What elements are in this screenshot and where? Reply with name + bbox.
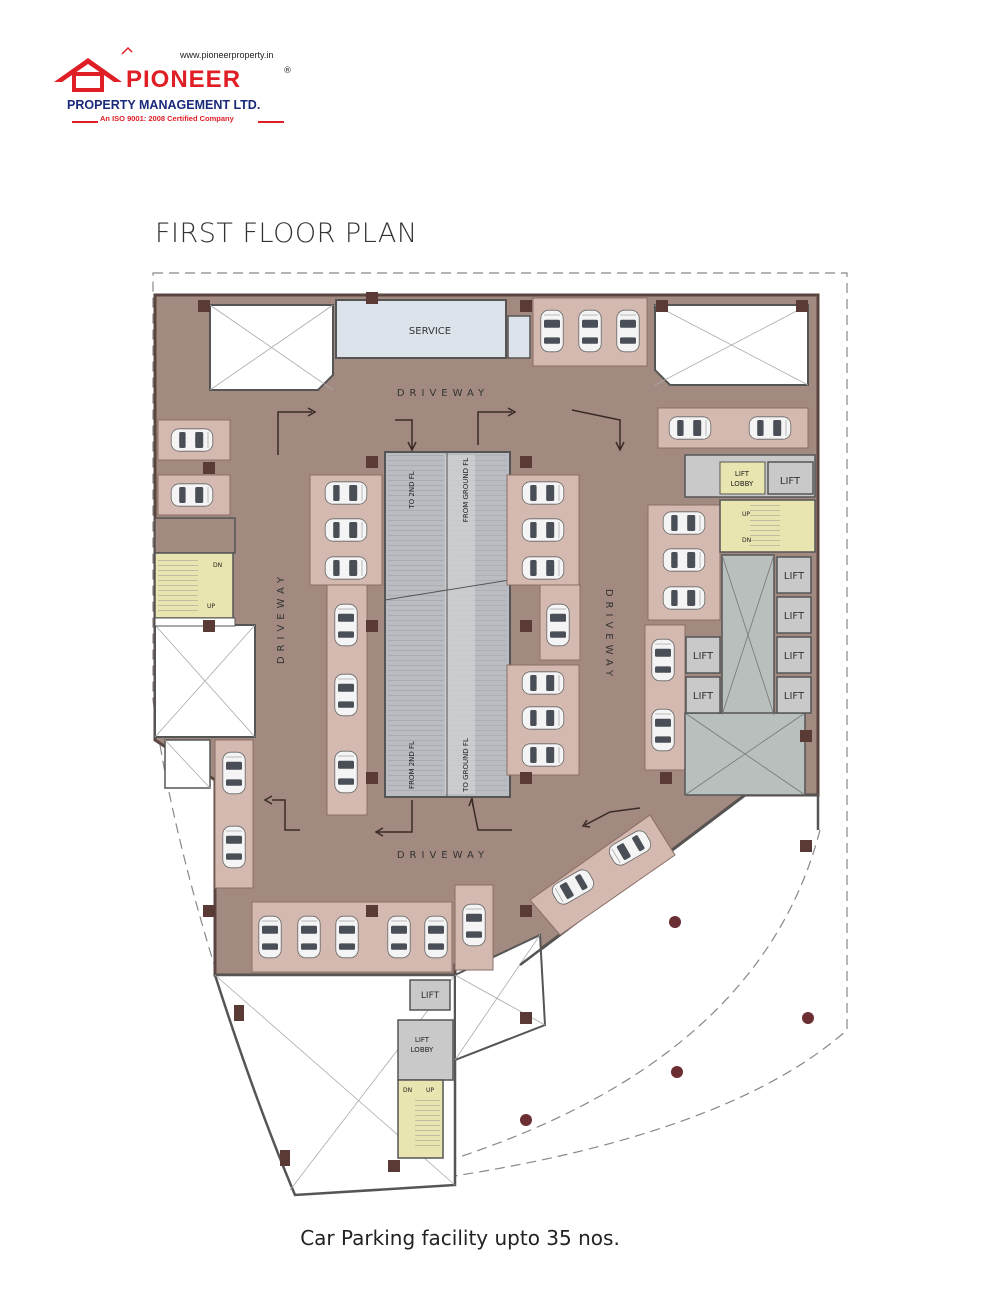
car-icon (521, 556, 565, 580)
car-icon (222, 751, 246, 795)
lift-box: LIFT (776, 636, 812, 674)
columns (198, 292, 812, 1172)
left-stair-up: UP (207, 603, 215, 610)
car-icon (334, 750, 358, 794)
central-ramp (384, 451, 511, 798)
lift-box: LIFT (685, 636, 721, 674)
car-icon (616, 309, 640, 353)
lift-box: LIFT (685, 676, 721, 714)
car-icon (662, 548, 706, 572)
driveway-label-left: DRIVEWAY (276, 572, 287, 664)
service-label: SERVICE (409, 326, 451, 337)
lift-label: LIFT (780, 476, 801, 487)
void-top-left (209, 304, 334, 391)
car-icon (424, 915, 448, 959)
plan-title: FIRST FLOOR PLAN (155, 218, 418, 249)
car-icon (324, 556, 368, 580)
car-icon (462, 903, 486, 947)
company-logo (52, 44, 302, 134)
car-icon (540, 309, 564, 353)
lift-boxes: LIFT LIFT LIFT LIFT LIFT LIFT (685, 556, 812, 714)
right-stair-dn: DN (742, 537, 751, 544)
car-icon (387, 915, 411, 959)
car-icon (668, 416, 712, 440)
lift-box: LIFT (776, 676, 812, 714)
lift-label: LIFT (693, 691, 714, 702)
ramp-label-to-ground: TO GROUND FL (462, 738, 470, 793)
lift-box: LIFT (776, 596, 812, 634)
car-icon (334, 603, 358, 647)
car-icon (334, 673, 358, 717)
car-icon (521, 743, 565, 767)
certification-text: An ISO 9001: 2008 Certified Company (100, 114, 234, 123)
ramp-label-from-2nd: FROM 2ND FL (408, 741, 416, 789)
bottom-lobby-label-2: LOBBY (411, 1046, 434, 1054)
service-room (335, 299, 507, 359)
lower-wing (213, 973, 457, 1197)
registered-mark: ® (283, 66, 292, 76)
brand-name: PIONEER (126, 66, 242, 93)
bottom-lift-core (397, 979, 454, 1159)
lift-label: LIFT (784, 611, 805, 622)
lift-label: LIFT (784, 651, 805, 662)
site-arc (449, 829, 821, 1161)
car-icon (521, 481, 565, 505)
right-lift-core (684, 454, 816, 796)
left-stair-dn: DN (213, 562, 222, 569)
car-icon (170, 428, 214, 452)
car-icon (748, 416, 792, 440)
car-icon (651, 638, 675, 682)
traffic-arrows (263, 407, 641, 837)
ramp-label-to-2nd: TO 2ND FL (408, 471, 416, 509)
lift-label: LIFT (693, 651, 714, 662)
car-icon (297, 915, 321, 959)
car-icon (222, 825, 246, 869)
left-stair-core (154, 517, 236, 627)
car-icon (651, 708, 675, 752)
car-icon (521, 518, 565, 542)
car-icon (258, 915, 282, 959)
lift-lobby-label-1: LIFT (735, 470, 750, 478)
void-left (154, 624, 256, 789)
bottom-lobby-label-1: LIFT (415, 1036, 430, 1044)
caption: Car Parking facility upto 35 nos. (300, 1226, 620, 1250)
bottom-stair-up: UP (426, 1087, 434, 1094)
car-icon (324, 518, 368, 542)
round-columns (520, 916, 814, 1126)
car-icon (578, 309, 602, 353)
driveway-label-right: DRIVEWAY (603, 589, 614, 681)
car-icon (521, 706, 565, 730)
car-icon (546, 603, 570, 647)
car-icon (521, 671, 565, 695)
website-url[interactable]: www.pioneerproperty.in (180, 50, 274, 60)
lift-label: LIFT (784, 571, 805, 582)
lift-lobby-label-2: LOBBY (731, 480, 754, 488)
car-icon (335, 915, 359, 959)
bottom-stair-dn: DN (403, 1087, 412, 1094)
right-stair-up: UP (742, 511, 750, 518)
parking-bays (157, 297, 809, 973)
ramp-label-from-ground: FROM GROUND FL (462, 458, 470, 522)
bottom-lift-label: LIFT (421, 991, 440, 1001)
lift-label: LIFT (784, 691, 805, 702)
car-icon (324, 481, 368, 505)
house-roof-icon (54, 46, 284, 123)
lift-box: LIFT (776, 556, 812, 594)
void-top-right (654, 304, 809, 386)
driveway-label-bottom: DRIVEWAY (397, 850, 489, 861)
driveway-label-top: DRIVEWAY (397, 388, 489, 399)
car-icon (662, 511, 706, 535)
car-icon (662, 586, 706, 610)
car-icon (170, 483, 214, 507)
company-subtitle: PROPERTY MANAGEMENT LTD. (67, 98, 261, 112)
